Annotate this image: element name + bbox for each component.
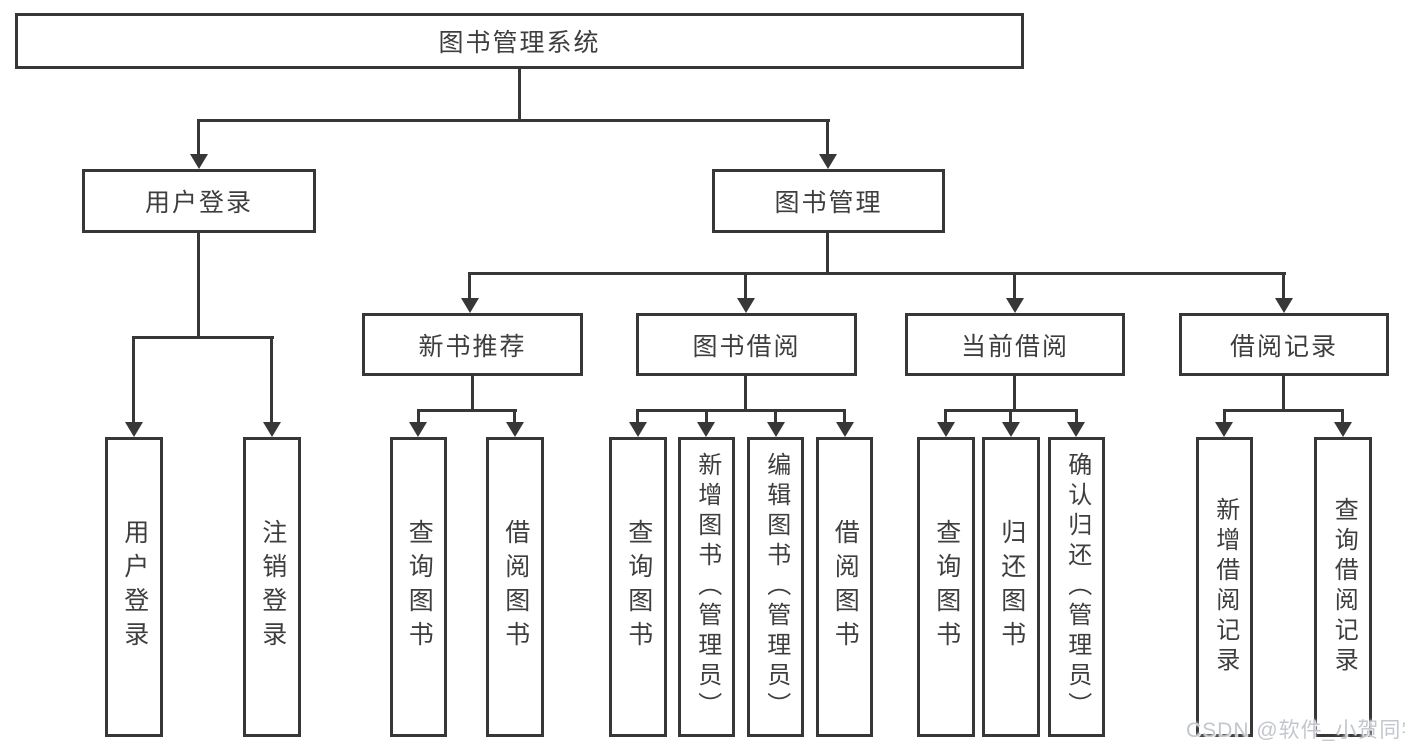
leaf-edit-books-admin: 编辑图书（管理员）: [747, 437, 804, 737]
leaf-return-books-label: 归还图书: [997, 519, 1026, 655]
tree-line: [1013, 272, 1016, 300]
tree-line: [1223, 409, 1226, 424]
leaf-logout: 注销登录: [243, 437, 301, 737]
tree-line: [1341, 409, 1344, 424]
tree-line: [197, 119, 830, 122]
node-book-management-label: 图书管理: [774, 189, 883, 217]
arrow-down-icon: [737, 298, 755, 313]
leaf-borrow-books-borrowing-label: 借阅图书: [831, 519, 860, 655]
tree-line: [636, 409, 639, 424]
node-borrowing-records: 借阅记录: [1179, 313, 1389, 376]
tree-line: [944, 409, 947, 424]
arrow-down-icon: [697, 422, 715, 437]
leaf-query-books-recommend-label: 查询图书: [405, 519, 434, 655]
tree-line: [1075, 409, 1078, 424]
tree-line: [843, 409, 846, 424]
arrow-down-icon: [1215, 422, 1233, 437]
leaf-query-books-current-label: 查询图书: [932, 519, 961, 655]
arrow-down-icon: [263, 422, 281, 437]
node-book-borrowing-label: 图书借阅: [692, 332, 801, 361]
tree-line: [197, 119, 200, 157]
tree-line: [132, 336, 135, 424]
arrow-down-icon: [506, 422, 524, 437]
arrow-down-icon: [1275, 298, 1293, 313]
leaf-borrow-books-recommend: 借阅图书: [486, 437, 544, 737]
tree-line: [826, 233, 829, 275]
node-new-book-recommendation: 新书推荐: [362, 313, 583, 376]
arrow-down-icon: [461, 298, 479, 313]
arrow-down-icon: [937, 422, 955, 437]
arrow-down-icon: [819, 154, 837, 169]
arrow-down-icon: [836, 422, 854, 437]
node-current-borrowing: 当前借阅: [905, 313, 1125, 376]
tree-line: [417, 409, 420, 424]
leaf-query-borrow-record-label: 查询借阅记录: [1330, 497, 1358, 677]
arrow-down-icon: [1067, 422, 1085, 437]
leaf-query-books-recommend: 查询图书: [390, 437, 447, 737]
node-user-login-label: 用户登录: [144, 189, 253, 217]
arrow-down-icon: [1006, 298, 1024, 313]
tree-line: [417, 409, 517, 412]
tree-line: [744, 376, 747, 412]
node-new-book-recommendation-label: 新书推荐: [418, 332, 527, 361]
leaf-borrow-books-recommend-label: 借阅图书: [501, 519, 530, 655]
node-current-borrowing-label: 当前借阅: [960, 332, 1069, 361]
node-user-login: 用户登录: [82, 169, 316, 233]
tree-line: [197, 233, 200, 339]
csdn-watermark: CSDN @软件_小贺同学: [1186, 719, 1405, 742]
leaf-return-books: 归还图书: [982, 437, 1040, 737]
arrow-down-icon: [767, 422, 785, 437]
leaf-add-books-admin: 新增图书（管理员）: [678, 437, 735, 737]
tree-line: [744, 272, 747, 300]
tree-line: [1013, 376, 1016, 412]
tree-line: [1282, 272, 1285, 300]
leaf-add-borrow-record-label: 新增借阅记录: [1211, 497, 1239, 677]
tree-line: [471, 376, 474, 412]
tree-line: [468, 272, 471, 300]
tree-line: [1282, 376, 1285, 412]
tree-line: [1223, 409, 1344, 412]
leaf-user-login-label: 用户登录: [120, 519, 149, 655]
arrow-down-icon: [1002, 422, 1020, 437]
leaf-confirm-return-admin: 确认归还（管理员）: [1048, 437, 1105, 737]
tree-line: [468, 272, 1286, 275]
arrow-down-icon: [629, 422, 647, 437]
arrow-down-icon: [409, 422, 427, 437]
arrow-down-icon: [190, 154, 208, 169]
leaf-edit-books-admin-label: 编辑图书（管理员）: [762, 452, 790, 722]
node-book-borrowing: 图书借阅: [636, 313, 857, 376]
tree-line: [1009, 409, 1012, 424]
leaf-add-borrow-record: 新增借阅记录: [1196, 437, 1253, 737]
leaf-add-books-admin-label: 新增图书（管理员）: [693, 452, 721, 722]
arrow-down-icon: [1334, 422, 1352, 437]
tree-line: [826, 119, 829, 157]
leaf-borrow-books-borrowing: 借阅图书: [816, 437, 873, 737]
leaf-query-books-borrowing: 查询图书: [609, 437, 667, 737]
leaf-user-login: 用户登录: [105, 437, 163, 737]
tree-line: [513, 409, 516, 424]
leaf-query-books-current: 查询图书: [917, 437, 975, 737]
tree-line: [270, 336, 273, 424]
node-book-management: 图书管理: [712, 169, 945, 233]
tree-line: [132, 336, 274, 339]
arrow-down-icon: [125, 422, 143, 437]
leaf-confirm-return-admin-label: 确认归还（管理员）: [1063, 452, 1091, 722]
tree-line: [705, 409, 708, 424]
tree-line: [774, 409, 777, 424]
node-borrowing-records-label: 借阅记录: [1229, 332, 1338, 361]
leaf-logout-label: 注销登录: [258, 519, 287, 655]
leaf-query-borrow-record: 查询借阅记录: [1314, 437, 1372, 737]
node-library-system-label: 图书管理系统: [438, 29, 601, 57]
tree-line: [518, 69, 521, 121]
tree-line: [636, 409, 846, 412]
node-library-system: 图书管理系统: [15, 13, 1024, 69]
leaf-query-books-borrowing-label: 查询图书: [624, 519, 653, 655]
